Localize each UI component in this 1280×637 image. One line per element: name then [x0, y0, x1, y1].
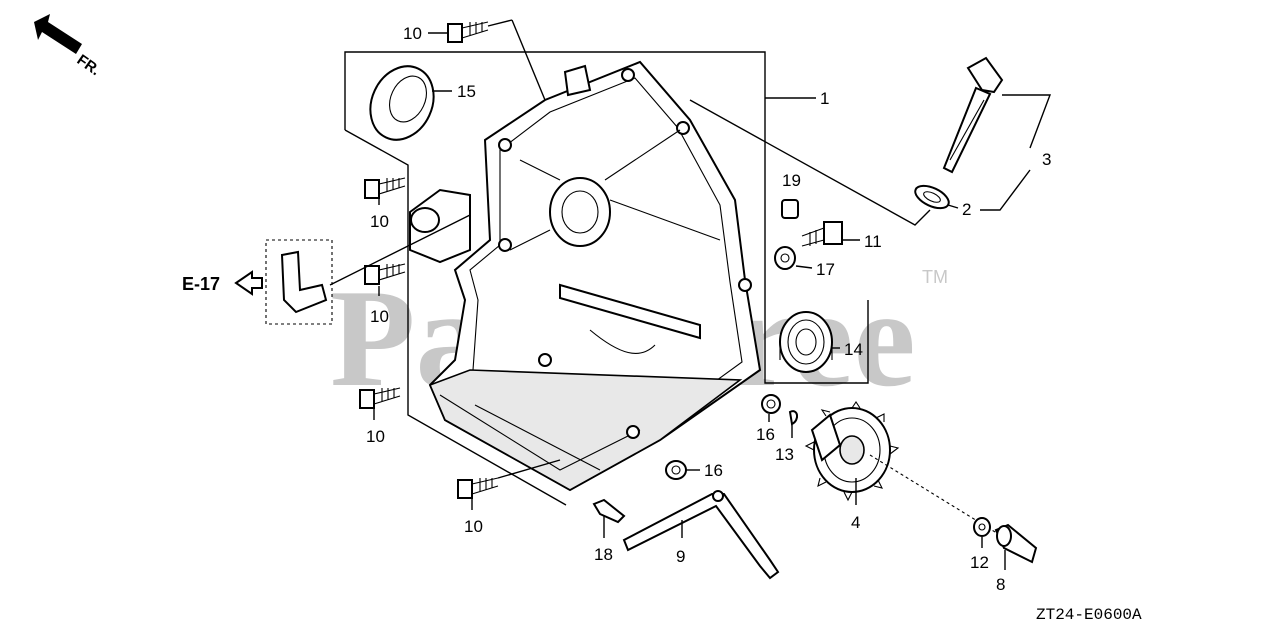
callout-16-upper: 16	[756, 425, 775, 444]
callout-19: 19	[782, 171, 801, 190]
bolt-10-bottom	[457, 477, 499, 499]
dowel-pin-19	[781, 199, 799, 219]
dipstick-3	[942, 56, 1004, 174]
callout-15: 15	[457, 82, 476, 101]
callout-13: 13	[775, 445, 794, 464]
callout-10-left-upper: 10	[370, 212, 389, 231]
breather-tube	[280, 250, 328, 314]
bolt-10-left-upper	[364, 177, 406, 199]
crankcase-cover	[409, 60, 762, 492]
governor-arm-9	[622, 490, 780, 580]
callout-3: 3	[1042, 150, 1051, 169]
callout-12: 12	[970, 553, 989, 572]
front-arrow-icon	[34, 14, 82, 54]
callout-8: 8	[996, 575, 1005, 594]
front-indicator: FR.	[74, 51, 104, 79]
callout-10-bottom: 10	[464, 517, 483, 536]
callout-1: 1	[820, 89, 829, 108]
callout-14: 14	[844, 340, 863, 359]
oil-seal-15	[369, 65, 435, 141]
callout-2: 2	[962, 200, 971, 219]
callout-10-left-lower: 10	[366, 427, 385, 446]
bolt-10-left-middle	[364, 263, 406, 285]
callout-9: 9	[676, 547, 685, 566]
callout-4: 4	[851, 513, 860, 532]
callout-10-left-middle: 10	[370, 307, 389, 326]
bolt-10-top	[447, 21, 489, 43]
callout-17: 17	[816, 260, 835, 279]
callout-16-lower: 16	[704, 461, 723, 480]
o-ring-2	[914, 184, 950, 210]
clip-13	[788, 410, 798, 426]
reference-box	[265, 239, 333, 325]
reference-arrow-icon	[234, 270, 263, 296]
trademark: TM	[922, 267, 948, 287]
clip-18	[592, 498, 626, 524]
drawing-code: ZT24-E0600A	[1036, 606, 1142, 624]
washer-17	[774, 246, 796, 270]
washer-16-upper	[761, 394, 781, 414]
governor-shaft-8	[994, 523, 1038, 564]
washer-16-lower	[665, 460, 687, 480]
governor-gear-4	[804, 401, 900, 502]
bearing-14	[779, 311, 833, 373]
reference-e17: E-17	[182, 274, 220, 294]
callout-18: 18	[594, 545, 613, 564]
assembly-bracket	[344, 51, 869, 384]
washer-12	[973, 517, 991, 537]
bolt-11	[801, 221, 843, 247]
bolt-10-left-lower	[359, 387, 401, 409]
callout-11: 11	[864, 232, 882, 251]
callout-10-top: 10	[403, 24, 422, 43]
